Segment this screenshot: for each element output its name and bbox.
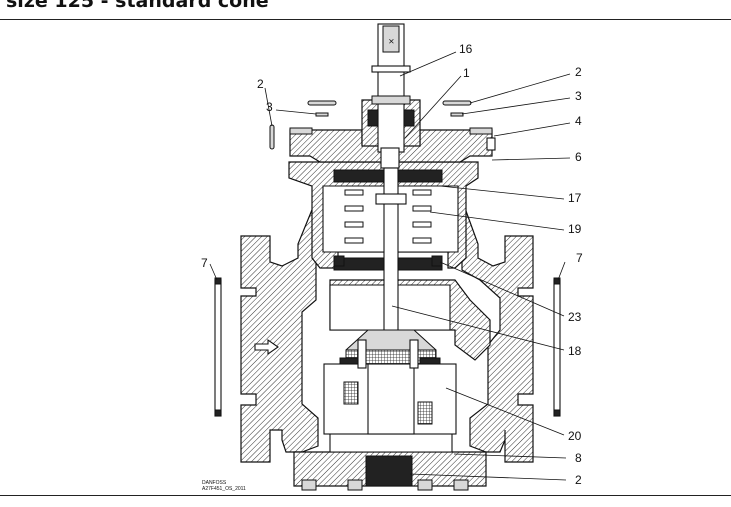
- callout-3-left: 3: [266, 100, 273, 114]
- top-divider: [0, 19, 731, 20]
- callout-7-right: 7: [576, 251, 583, 265]
- bottom-divider: [0, 495, 731, 496]
- callout-1: 1: [463, 66, 470, 80]
- callout-23: 23: [568, 310, 582, 324]
- callout-8: 8: [575, 451, 582, 465]
- callout-6: 6: [575, 150, 582, 164]
- page-title: size 125 - standard cone: [6, 0, 269, 12]
- callout-17: 17: [568, 191, 582, 205]
- callout-20: 20: [568, 429, 582, 443]
- callout-2-right: 2: [575, 65, 582, 79]
- callout-7-left: 7: [201, 256, 208, 270]
- callout-4: 4: [575, 114, 582, 128]
- callout-19: 19: [568, 222, 582, 236]
- drawing-code-number: A27F451_OS_2011: [202, 486, 246, 492]
- callout-2-bottom: 2: [575, 473, 582, 487]
- callout-3-right: 3: [575, 89, 582, 103]
- valve-cone: [323, 329, 457, 435]
- callout-18: 18: [568, 344, 582, 358]
- stem-top: ⨯: [371, 23, 411, 73]
- callouts: 16 1 2 3 2 3 4 6 17 19 7 7 23 18 20 8 2: [201, 42, 583, 487]
- callout-16: 16: [459, 42, 473, 56]
- svg-text:⨯: ⨯: [388, 37, 395, 46]
- callout-2-left: 2: [257, 77, 264, 91]
- drawing-code-brand: DANFOSS: [202, 480, 227, 486]
- leader-lines: [209, 51, 571, 481]
- bottom-plug: [301, 455, 469, 491]
